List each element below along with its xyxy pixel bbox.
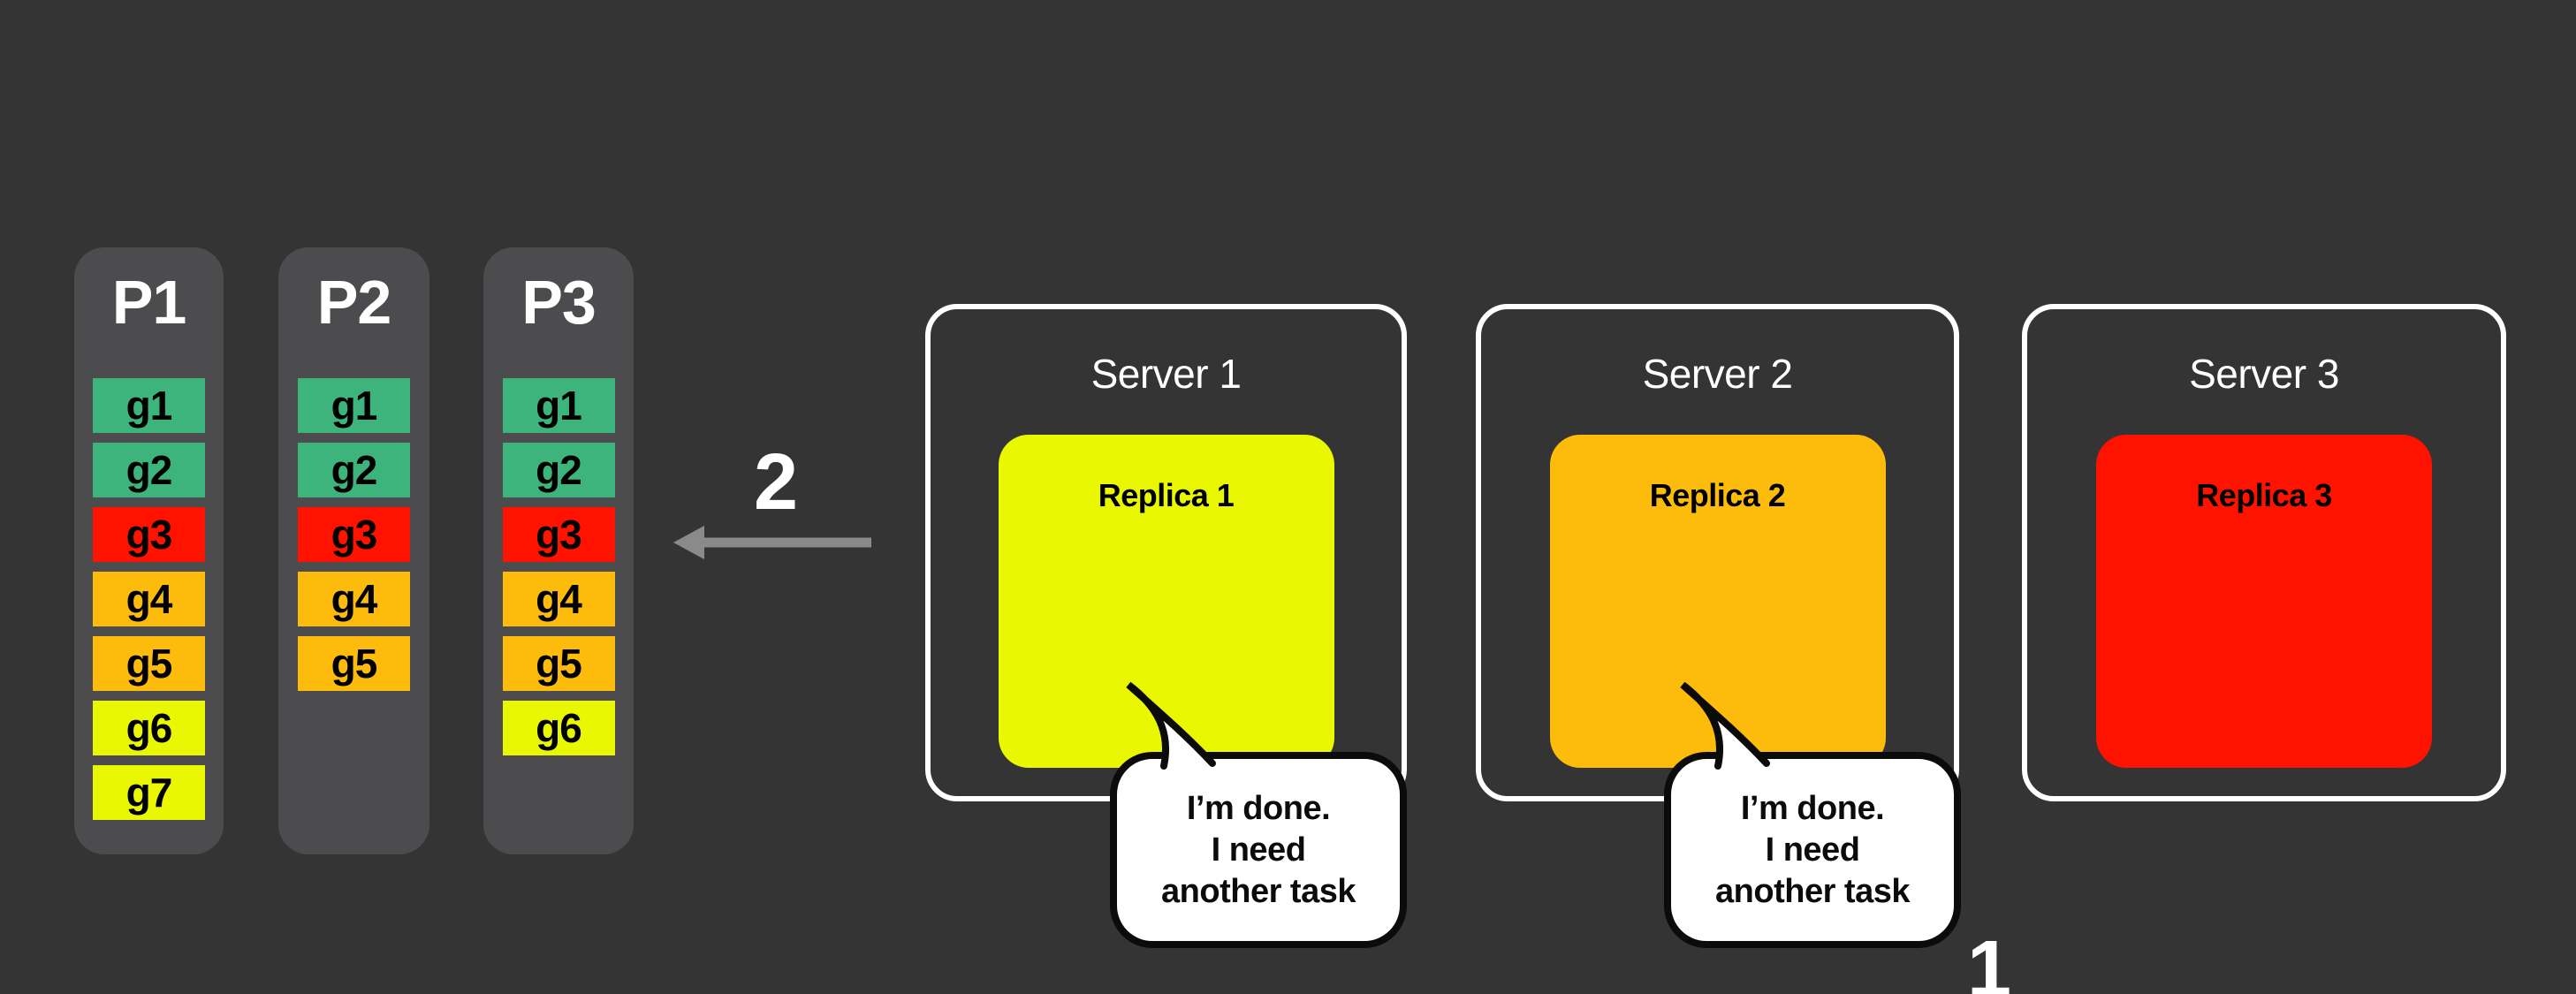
task-chip-g2: g2 xyxy=(502,443,615,497)
task-chip-g1: g1 xyxy=(502,378,615,433)
task-chip-g6: g6 xyxy=(502,701,615,755)
task-chip-g3: g3 xyxy=(502,507,615,562)
task-chip-g2: g2 xyxy=(93,443,205,497)
speech-bubble-line: I need xyxy=(1765,831,1860,869)
server-box-1: Server 1 Replica 1 xyxy=(925,304,1407,801)
speech-bubble-line: another task xyxy=(1715,872,1910,910)
task-chip-g2: g2 xyxy=(298,443,410,497)
speech-bubble-1: I’m done. I need another task xyxy=(1110,752,1407,948)
speech-bubble-line: I need xyxy=(1211,831,1306,869)
task-chip-g4: g4 xyxy=(502,572,615,626)
task-chip-g7: g7 xyxy=(93,765,205,820)
partition-box-p3: P3 g1 g2 g3 g4 g5 g6 xyxy=(483,247,634,854)
replica-label: Replica 3 xyxy=(2196,477,2332,513)
partition-label: P2 xyxy=(316,268,392,337)
task-chip-list: g1 g2 g3 g4 g5 g6 xyxy=(483,378,634,755)
pull-arrow-left-icon xyxy=(673,526,871,559)
server-title: Server 3 xyxy=(2189,351,2339,397)
task-chip-g1: g1 xyxy=(93,378,205,433)
task-chip-g4: g4 xyxy=(93,572,205,626)
server-box-2: Server 2 Replica 2 xyxy=(1476,304,1959,801)
replica-box-3: Replica 3 xyxy=(2096,435,2432,768)
step-1-label: 1 xyxy=(1966,925,2012,994)
task-chip-g5: g5 xyxy=(502,636,615,691)
speech-bubble-line: another task xyxy=(1161,872,1356,910)
partition-label: P3 xyxy=(521,268,597,337)
speech-bubble-line: I’m done. xyxy=(1740,789,1885,827)
task-chip-list: g1 g2 g3 g4 g5 xyxy=(278,378,429,691)
task-chip-list: g1 g2 g3 g4 g5 g6 g7 xyxy=(74,378,224,820)
replica-label: Replica 2 xyxy=(1649,477,1786,513)
task-chip-g3: g3 xyxy=(298,507,410,562)
partition-label: P1 xyxy=(111,268,187,337)
step-2-label: 2 xyxy=(753,438,799,527)
task-chip-g6: g6 xyxy=(93,701,205,755)
task-chip-g1: g1 xyxy=(298,378,410,433)
partition-box-p2: P2 g1 g2 g3 g4 g5 xyxy=(278,247,429,854)
pull-arrow-head xyxy=(673,526,704,559)
server-box-3: Server 3 Replica 3 xyxy=(2022,304,2506,801)
replica-box-2: Replica 2 xyxy=(1549,435,1886,768)
server-title: Server 2 xyxy=(1642,351,1793,397)
speech-bubble-2: I’m done. I need another task xyxy=(1664,752,1961,948)
server-title: Server 1 xyxy=(1090,351,1242,397)
task-chip-g5: g5 xyxy=(93,636,205,691)
task-chip-g4: g4 xyxy=(298,572,410,626)
speech-bubble-line: I’m done. xyxy=(1186,789,1331,827)
partition-box-p1: P1 g1 g2 g3 g4 g5 g6 g7 xyxy=(74,247,224,854)
task-chip-g5: g5 xyxy=(298,636,410,691)
replica-box-1: Replica 1 xyxy=(998,435,1334,768)
task-chip-g3: g3 xyxy=(93,507,205,562)
replica-label: Replica 1 xyxy=(1098,477,1235,513)
